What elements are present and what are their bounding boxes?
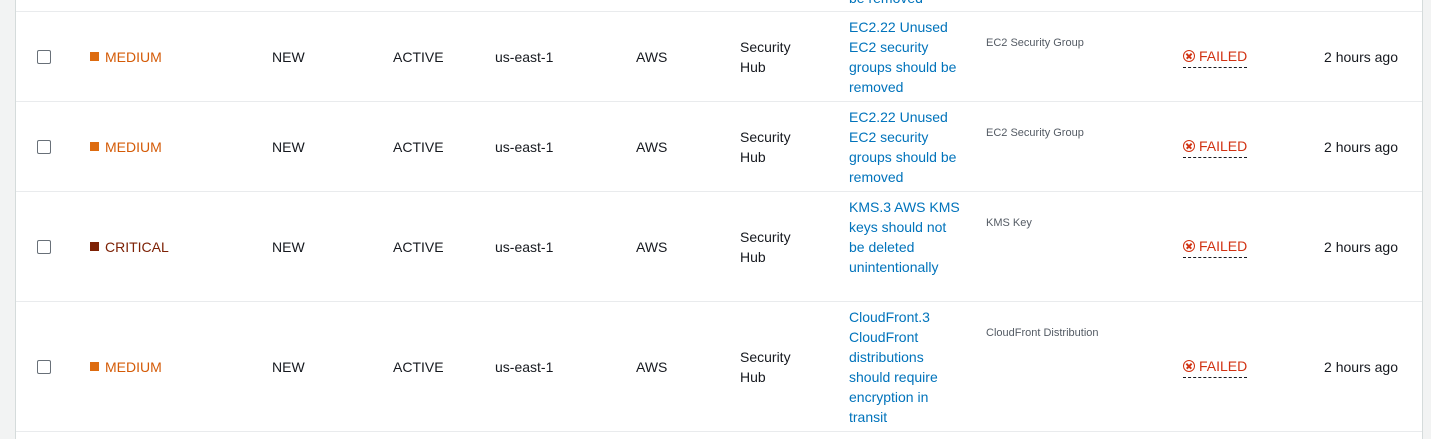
updated-at: 2 hours ago <box>1324 358 1398 375</box>
failed-x-icon <box>1183 239 1195 252</box>
severity-text: MEDIUM <box>105 138 162 155</box>
finding-title-link[interactable]: EC2.22 Unused EC2 security groups should… <box>849 109 957 185</box>
finding-title-link[interactable]: KMS.3 AWS KMS keys should not be deleted… <box>849 199 960 275</box>
compliance-text: FAILED <box>1199 47 1248 64</box>
failed-x-icon <box>1183 49 1195 62</box>
severity-text: MEDIUM <box>105 48 162 65</box>
workflow-status: NEW <box>272 238 305 255</box>
resource-type: EC2 Security Group <box>986 37 1084 49</box>
compliance-text: FAILED <box>1199 357 1248 374</box>
findings-rows: MEDIUM NEW ACTIVE us-east-1 AWS Security… <box>16 11 1422 439</box>
table-row[interactable]: MEDIUM NEW ACTIVE us-east-1 AWS Security… <box>16 301 1422 431</box>
row-checkbox[interactable] <box>37 239 51 254</box>
record-state: ACTIVE <box>393 358 444 375</box>
finding-title-link[interactable]: EC2.22 Unused EC2 security groups should… <box>849 19 957 95</box>
workflow-status: NEW <box>272 358 305 375</box>
severity-square-icon <box>90 362 99 371</box>
findings-table: be removed MEDIUM NEW ACTIVE us-east-1 A… <box>15 0 1423 439</box>
severity-square-icon <box>90 242 99 251</box>
region: us-east-1 <box>495 358 554 375</box>
resource-type: EC2 Security Group <box>986 127 1084 139</box>
updated-at: 2 hours ago <box>1324 138 1398 155</box>
table-row[interactable]: CRITICAL NEW ACTIVE us-east-1 AWS Securi… <box>16 191 1422 301</box>
severity-square-icon <box>90 52 99 61</box>
table-row[interactable]: MEDIUM NEW ACTIVE us-east-1 AWS Security… <box>16 11 1422 101</box>
record-state: ACTIVE <box>393 48 444 65</box>
severity-text: MEDIUM <box>105 358 162 375</box>
product-name: Security Hub <box>740 38 791 75</box>
compliance-status[interactable]: FAILED <box>1183 236 1248 258</box>
product-name: Security Hub <box>740 128 791 165</box>
severity-label: MEDIUM <box>90 47 162 67</box>
severity-label: CRITICAL <box>90 237 169 257</box>
finding-title-link[interactable]: CloudFront.3 CloudFront distributions sh… <box>849 309 938 425</box>
resource-type: KMS Key <box>986 217 1032 229</box>
product-name: Security Hub <box>740 228 791 265</box>
company: AWS <box>636 358 668 375</box>
updated-at: 2 hours ago <box>1324 48 1398 65</box>
compliance-text: FAILED <box>1199 137 1248 154</box>
previous-row-title-fragment[interactable]: be removed <box>849 0 923 8</box>
failed-x-icon <box>1183 139 1195 152</box>
company: AWS <box>636 48 668 65</box>
company: AWS <box>636 138 668 155</box>
row-checkbox[interactable] <box>37 139 51 154</box>
resource-type: CloudFront Distribution <box>986 327 1099 339</box>
region: us-east-1 <box>495 138 554 155</box>
failed-x-icon <box>1183 359 1195 372</box>
region: us-east-1 <box>495 238 554 255</box>
product-name: Security Hub <box>740 348 791 385</box>
record-state: ACTIVE <box>393 238 444 255</box>
record-state: ACTIVE <box>393 138 444 155</box>
severity-label: MEDIUM <box>90 357 162 377</box>
row-checkbox[interactable] <box>37 359 51 374</box>
updated-at: 2 hours ago <box>1324 238 1398 255</box>
workflow-status: NEW <box>272 48 305 65</box>
workflow-status: NEW <box>272 138 305 155</box>
compliance-text: FAILED <box>1199 237 1248 254</box>
company: AWS <box>636 238 668 255</box>
severity-text: CRITICAL <box>105 238 169 255</box>
row-checkbox[interactable] <box>37 49 51 64</box>
severity-square-icon <box>90 142 99 151</box>
table-row-divider <box>16 431 1422 439</box>
compliance-status[interactable]: FAILED <box>1183 356 1248 378</box>
compliance-status[interactable]: FAILED <box>1183 136 1248 158</box>
severity-label: MEDIUM <box>90 137 162 157</box>
region: us-east-1 <box>495 48 554 65</box>
table-row[interactable]: MEDIUM NEW ACTIVE us-east-1 AWS Security… <box>16 101 1422 191</box>
compliance-status[interactable]: FAILED <box>1183 46 1248 68</box>
